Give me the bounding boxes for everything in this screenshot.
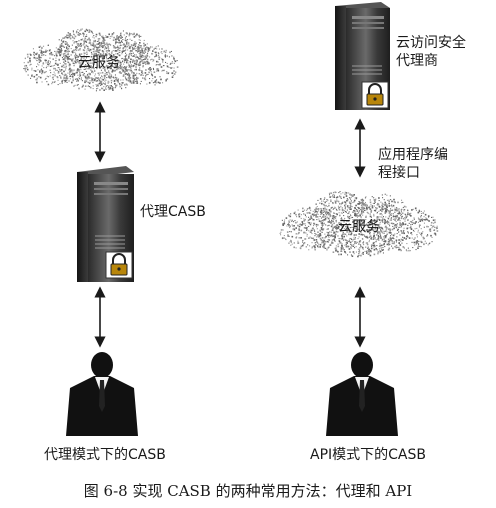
padlock-icon: [105, 251, 133, 279]
right-cloud-label: 云服务: [338, 219, 380, 235]
api-mode-label: API模式下的CASB: [310, 447, 426, 463]
server-icon: [77, 166, 134, 282]
businessman-icon: [326, 352, 398, 436]
cloud-icon: [279, 191, 439, 258]
businessman-icon: [66, 352, 138, 436]
left-cloud-label: 云服务: [78, 55, 120, 71]
proxy-mode-label: 代理模式下的CASB: [44, 447, 166, 463]
cloud-access-broker-label: 云访问安全代理商: [396, 35, 466, 69]
figure-caption: 图 6-8 实现 CASB 的两种常用方法：代理和 API: [83, 482, 413, 500]
cloud-icon: [23, 28, 179, 92]
api-label: 应用程序编程接口: [378, 147, 448, 181]
proxy-casb-label: 代理CASB: [140, 204, 206, 220]
padlock-icon: [361, 81, 389, 109]
